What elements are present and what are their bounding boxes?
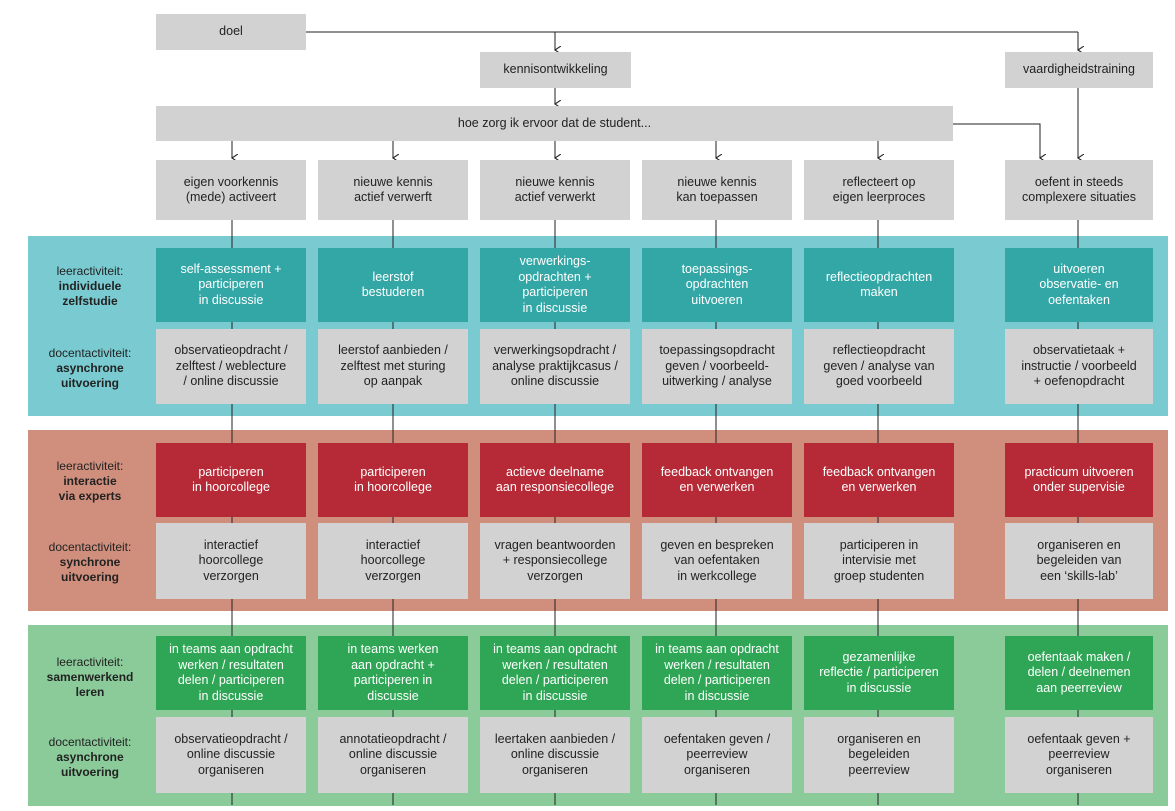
student-activity-box: oefentaak maken / delen / deelnemen aan … [1005, 636, 1153, 710]
teacher-activity-box: organiseren en begeleiden peerreview [804, 717, 954, 793]
student-activity-box: in teams aan opdracht werken / resultate… [480, 636, 630, 710]
row-label-key: docentactiviteit: [48, 540, 132, 554]
teacher-activity-box: toepassingsopdracht geven / voorbeeld- u… [642, 329, 792, 404]
row-label-student-activity: leeractiviteit: individuele zelfstudie [30, 264, 150, 309]
student-activity-box: feedback ontvangen en verwerken [804, 443, 954, 517]
outcome-box: oefent in steeds complexere situaties [1005, 160, 1153, 220]
goal-box: doel [156, 14, 306, 50]
row-label-key: leeractiviteit: [56, 655, 124, 669]
student-activity-box: participeren in hoorcollege [156, 443, 306, 517]
student-activity-box: in teams werken aan opdracht + participe… [318, 636, 468, 710]
teacher-activity-box: observatieopdracht / online discussie or… [156, 717, 306, 793]
outcome-box: eigen voorkennis (mede) activeert [156, 160, 306, 220]
teacher-activity-box: organiseren en begeleiden van een ‘skill… [1005, 523, 1153, 599]
student-activity-box: leerstof bestuderen [318, 248, 468, 322]
knowledge-development-box: kennisontwikkeling [480, 52, 631, 88]
teacher-activity-box: observatieopdracht / zelftest / weblectu… [156, 329, 306, 404]
student-activity-box: gezamenlijke reflectie / participeren in… [804, 636, 954, 710]
student-activity-box: feedback ontvangen en verwerken [642, 443, 792, 517]
row-label-teacher-activity: docentactiviteit: asynchrone uitvoering [30, 346, 150, 391]
student-activity-box: practicum uitvoeren onder supervisie [1005, 443, 1153, 517]
row-label-value: interactie via experts [58, 474, 122, 503]
outcome-box: nieuwe kennis kan toepassen [642, 160, 792, 220]
teacher-activity-box: reflectieopdracht geven / analyse van go… [804, 329, 954, 404]
teacher-activity-box: leertaken aanbieden / online discussie o… [480, 717, 630, 793]
student-activity-box: in teams aan opdracht werken / resultate… [642, 636, 792, 710]
student-activity-box: participeren in hoorcollege [318, 443, 468, 517]
skills-training-box: vaardigheidstraining [1005, 52, 1153, 88]
row-label-value: individuele zelfstudie [58, 279, 122, 308]
outcome-box: reflecteert op eigen leerproces [804, 160, 954, 220]
arrow-question-to-practice [953, 123, 1040, 158]
student-activity-box: reflectieopdrachten maken [804, 248, 954, 322]
row-label-value: asynchrone uitvoering [56, 750, 124, 779]
student-activity-box: toepassings- opdrachten uitvoeren [642, 248, 792, 322]
row-label-teacher-activity: docentactiviteit: synchrone uitvoering [30, 540, 150, 585]
row-label-student-activity: leeractiviteit: interactie via experts [30, 459, 150, 504]
teacher-activity-box: interactief hoorcollege verzorgen [156, 523, 306, 599]
teacher-activity-box: annotatieopdracht / online discussie org… [318, 717, 468, 793]
guiding-question-box: hoe zorg ik ervoor dat de student... [156, 106, 953, 141]
row-label-key: docentactiviteit: [48, 346, 132, 360]
outcome-box: nieuwe kennis actief verwerkt [480, 160, 630, 220]
row-label-key: leeractiviteit: [56, 264, 124, 278]
teacher-activity-box: geven en bespreken van oefentaken in wer… [642, 523, 792, 599]
row-label-student-activity: leeractiviteit: samenwerkend leren [30, 655, 150, 700]
teacher-activity-box: leerstof aanbieden / zelftest met sturin… [318, 329, 468, 404]
row-label-value: samenwerkend leren [46, 670, 134, 699]
row-label-value: asynchrone uitvoering [56, 361, 124, 390]
teacher-activity-box: oefentaak geven + peerreview organiseren [1005, 717, 1153, 793]
teacher-activity-box: interactief hoorcollege verzorgen [318, 523, 468, 599]
student-activity-box: self-assessment + participeren in discus… [156, 248, 306, 322]
row-label-value: synchrone uitvoering [59, 555, 121, 584]
row-label-key: leeractiviteit: [56, 459, 124, 473]
student-activity-box: in teams aan opdracht werken / resultate… [156, 636, 306, 710]
teacher-activity-box: participeren in intervisie met groep stu… [804, 523, 954, 599]
outcome-box: nieuwe kennis actief verwerft [318, 160, 468, 220]
teacher-activity-box: oefentaken geven / peerreview organisere… [642, 717, 792, 793]
row-label-teacher-activity: docentactiviteit: asynchrone uitvoering [30, 735, 150, 780]
teacher-activity-box: verwerkingsopdracht / analyse praktijkca… [480, 329, 630, 404]
student-activity-box: verwerkings- opdrachten + participeren i… [480, 248, 630, 322]
student-activity-box: actieve deelname aan responsiecollege [480, 443, 630, 517]
row-label-key: docentactiviteit: [48, 735, 132, 749]
student-activity-box: uitvoeren observatie- en oefentaken [1005, 248, 1153, 322]
teacher-activity-box: vragen beantwoorden + responsiecollege v… [480, 523, 630, 599]
teacher-activity-box: observatietaak + instructie / voorbeeld … [1005, 329, 1153, 404]
